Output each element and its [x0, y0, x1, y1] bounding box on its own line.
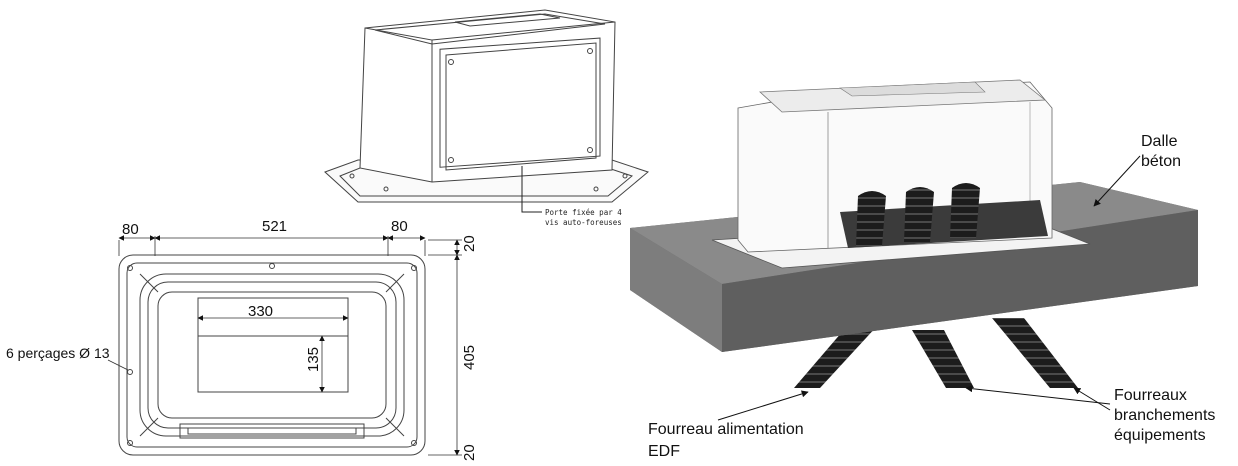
equip-conduits-label-line1: Fourreaux	[1114, 387, 1187, 404]
callout-lines	[717, 155, 1141, 421]
dim-left-margin: 80	[122, 221, 139, 238]
dim-right-margin: 80	[391, 218, 408, 235]
plan-view-drawing	[118, 254, 426, 456]
door-note-line2: vis auto-foreuses	[545, 218, 622, 227]
conduits-below	[794, 318, 1078, 388]
dim-top-offset: 20	[461, 235, 478, 252]
dim-opening-height: 135	[305, 347, 322, 372]
door-note-line1: Porte fixée par 4	[545, 208, 622, 217]
drillings-label: 6 perçages Ø 13	[6, 345, 110, 361]
dim-bottom-offset: 20	[461, 444, 478, 461]
equip-conduits-label-line3: équipements	[1114, 427, 1206, 444]
isometric-box-drawing	[324, 9, 650, 213]
dimension-lines	[107, 235, 462, 456]
slab-label-line1: Dalle	[1141, 133, 1178, 150]
equip-conduits-label-line2: branchements	[1114, 407, 1215, 424]
power-conduit-label-line1: Fourreau alimentation	[648, 421, 804, 438]
slab-label-line2: béton	[1141, 153, 1181, 170]
slab-render	[630, 79, 1198, 388]
dim-opening-width: 330	[248, 303, 273, 320]
power-conduit-label-line2: EDF	[648, 443, 680, 460]
dim-depth: 405	[461, 345, 478, 370]
conduits-inside	[856, 183, 980, 246]
dim-width: 521	[262, 218, 287, 235]
